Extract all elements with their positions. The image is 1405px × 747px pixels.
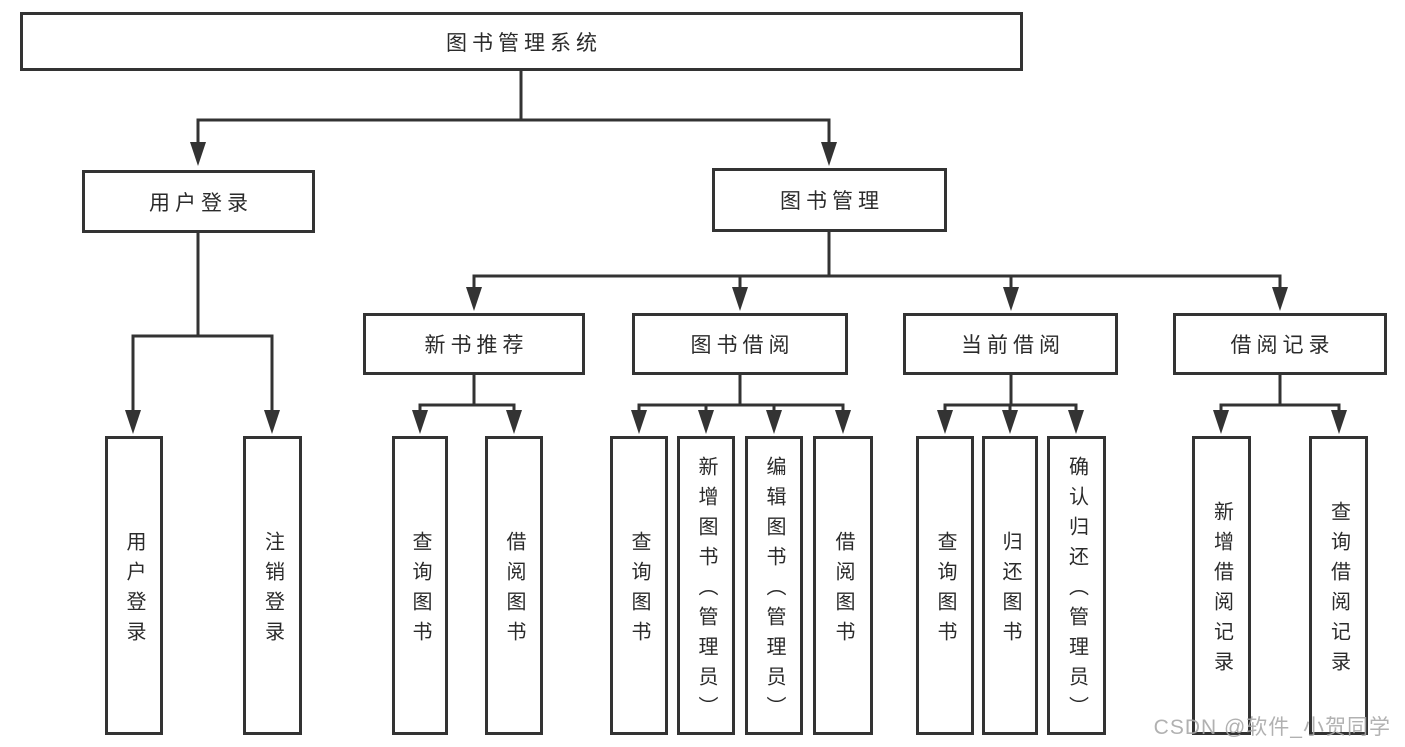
node-leaf-logout: 注销登录 <box>243 436 302 735</box>
node-leaf-query-books-3: 查询图书 <box>916 436 974 735</box>
node-leaf-borrow-books-1: 借阅图书 <box>485 436 543 735</box>
node-leaf-borrow-books-2: 借阅图书 <box>813 436 873 735</box>
node-user-login: 用户登录 <box>82 170 315 233</box>
node-leaf-query-borrow-record: 查询借阅记录 <box>1309 436 1368 735</box>
node-book-borrowing: 图书借阅 <box>632 313 848 375</box>
node-current-borrowing: 当前借阅 <box>903 313 1118 375</box>
node-book-management: 图书管理 <box>712 168 947 232</box>
node-leaf-add-book-admin: 新增图书（管理员） <box>677 436 735 735</box>
node-leaf-edit-book-admin: 编辑图书（管理员） <box>745 436 803 735</box>
node-leaf-add-borrow-record: 新增借阅记录 <box>1192 436 1251 735</box>
node-library-system: 图书管理系统 <box>20 12 1023 71</box>
node-leaf-query-books-1: 查询图书 <box>392 436 448 735</box>
arrowheads <box>125 142 1347 434</box>
node-leaf-confirm-return-admin: 确认归还（管理员） <box>1047 436 1106 735</box>
node-new-book-recommendation: 新书推荐 <box>363 313 585 375</box>
csdn-watermark: CSDN @软件_小贺同学 <box>1153 716 1391 739</box>
node-leaf-query-books-2: 查询图书 <box>610 436 668 735</box>
node-leaf-user-login: 用户登录 <box>105 436 163 735</box>
node-borrowing-records: 借阅记录 <box>1173 313 1387 375</box>
node-leaf-return-book: 归还图书 <box>982 436 1038 735</box>
